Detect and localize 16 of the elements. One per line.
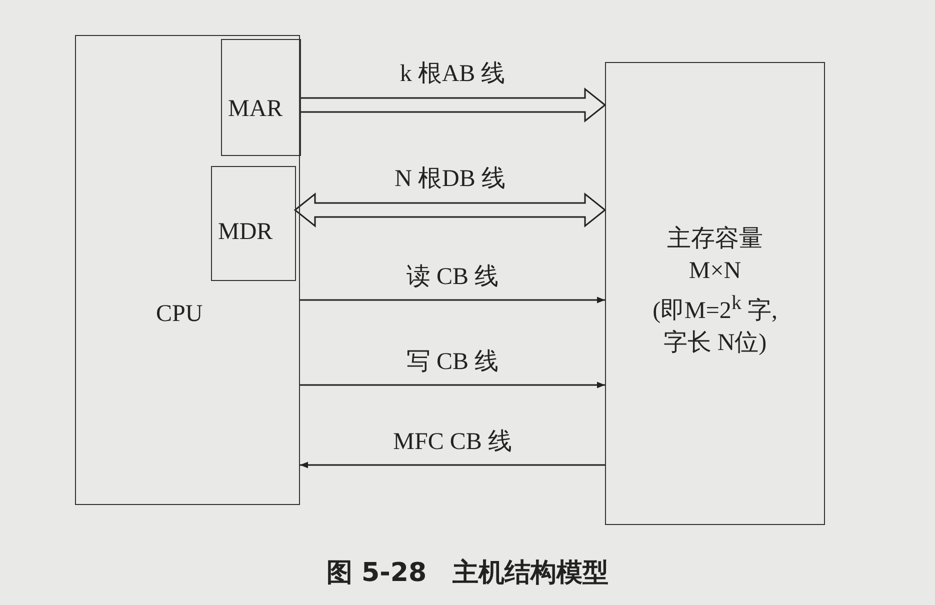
cpu-label: CPU: [156, 301, 203, 328]
memory-text: 主存容量: [666, 224, 764, 254]
memory-text: M×N: [688, 257, 742, 286]
register-box: [211, 166, 296, 281]
register-box: [221, 39, 301, 156]
bus-arrow: [294, 192, 606, 228]
arrow: [300, 462, 605, 468]
figure-caption: 图 5-28 主机结构模型: [325, 557, 610, 590]
register-label: MDR: [218, 219, 273, 246]
memory-box: [605, 62, 825, 525]
bus-arrow: [299, 87, 606, 123]
register-label: MAR: [228, 96, 283, 123]
memory-text: (即M=2$^{k}$ 字, 字长 N位): [652, 291, 778, 358]
cpu-box: [75, 35, 300, 505]
arrow: [300, 382, 605, 388]
arrow: [300, 296, 605, 304]
